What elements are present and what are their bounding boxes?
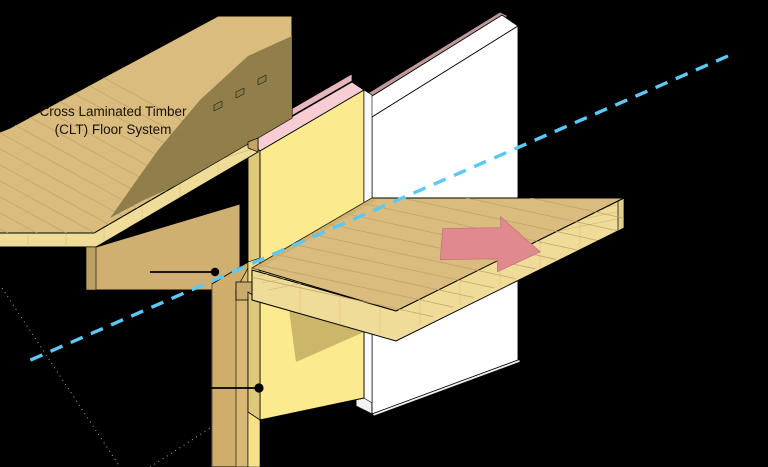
- leader-callout-upper: [150, 267, 220, 277]
- clt-label-line-2: (CLT) Floor System: [55, 122, 172, 137]
- clt-label-line-1: Cross Laminated Timber: [39, 104, 187, 119]
- upper-panel-cast-shadow: [110, 36, 292, 218]
- load-direction-arrow: [439, 215, 541, 273]
- clt-floor-system-label: Cross Laminated Timber (CLT) Floor Syste…: [39, 104, 187, 137]
- ledger-beam-upper: [85, 203, 241, 291]
- leader-callout-lower: [196, 383, 264, 393]
- hidden-construction-lines: [1, 287, 237, 467]
- leader-callouts: [150, 267, 264, 393]
- lower-floor-panel: [250, 197, 625, 342]
- section-cut-line: [25, 54, 729, 364]
